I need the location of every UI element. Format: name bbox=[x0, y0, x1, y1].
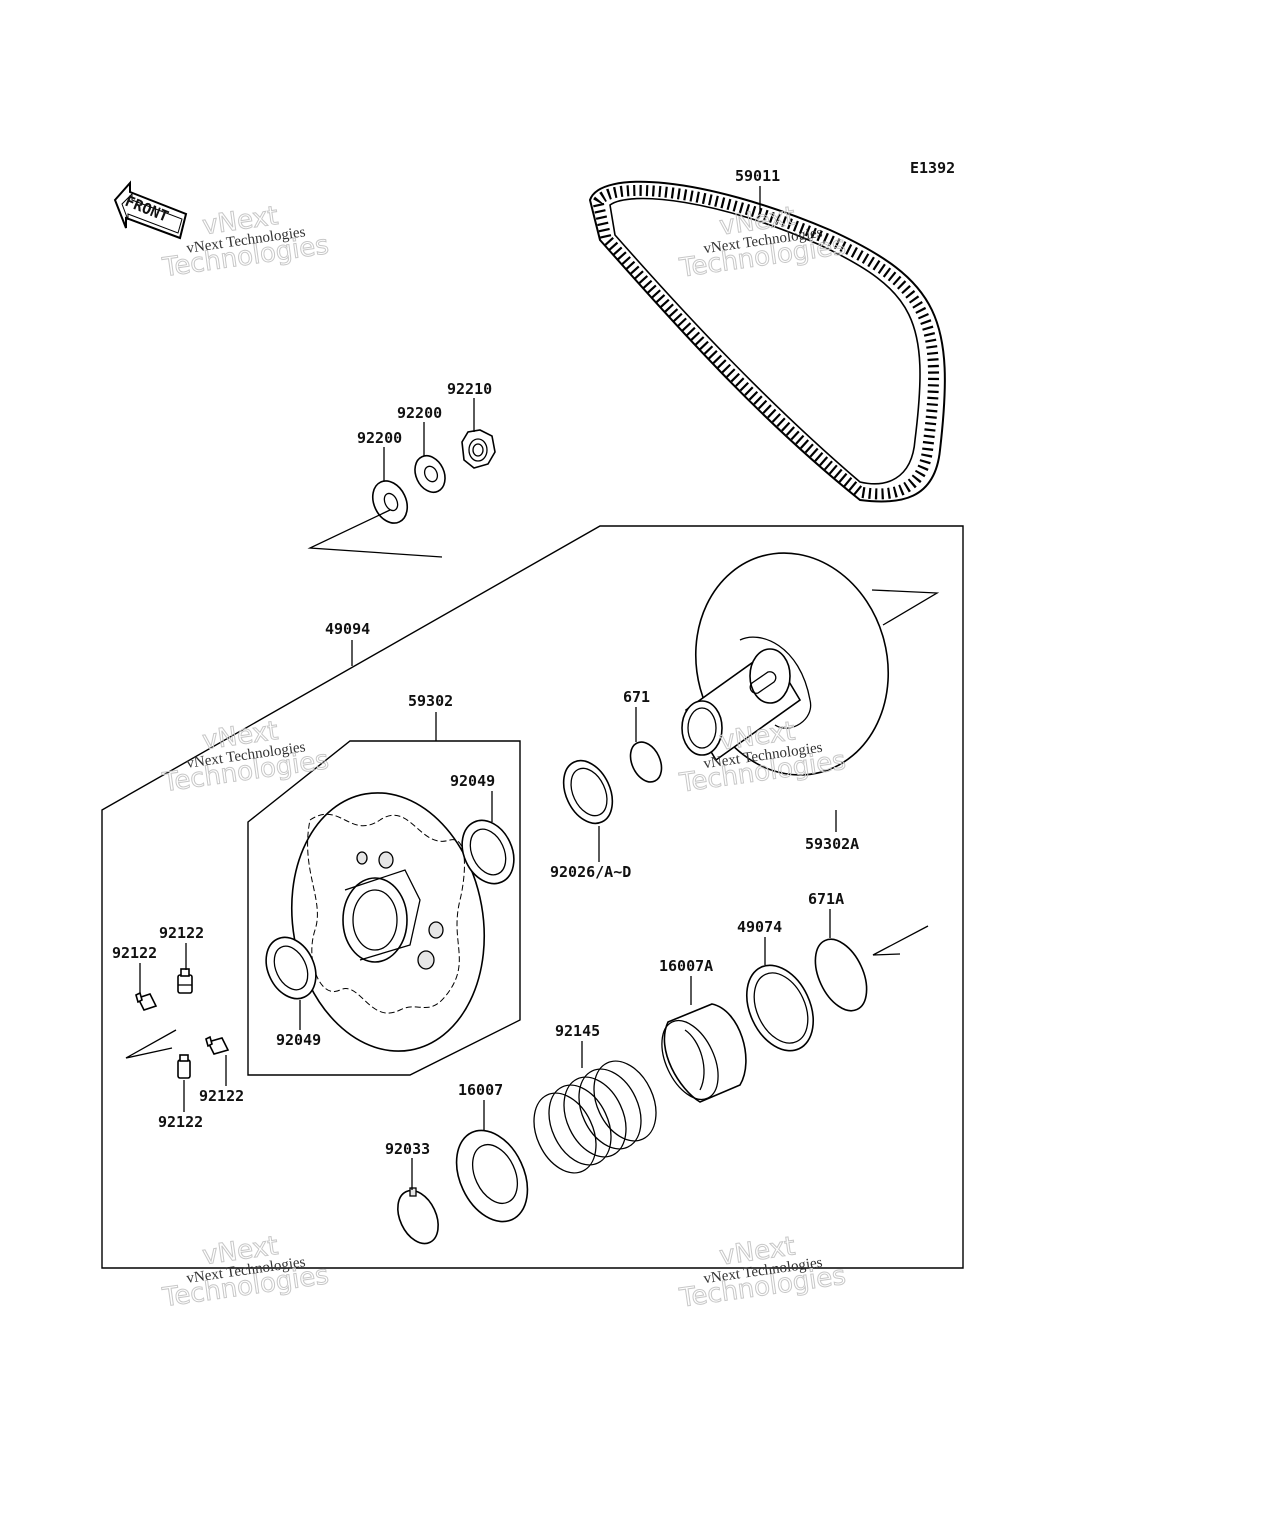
label-92122-a: 92122 bbox=[159, 924, 204, 942]
watermark-bottom-right: vNext Technologies vNext Technologies bbox=[677, 1231, 849, 1314]
label-59302A: 59302A bbox=[805, 835, 859, 853]
watermark-top-right: vNext Technologies vNext Technologies bbox=[677, 201, 849, 284]
label-92200-a: 92200 bbox=[357, 429, 402, 447]
fixed-sheave bbox=[681, 552, 890, 776]
circlip-92033 bbox=[397, 1187, 439, 1245]
grease-nipple-92122-a bbox=[177, 968, 193, 994]
spring-seat-16007 bbox=[455, 1129, 529, 1223]
label-92122-c: 92122 bbox=[199, 1087, 244, 1105]
watermark-bottom-left: vNext Technologies vNext Technologies bbox=[160, 1231, 332, 1314]
diagram-code: E1392 bbox=[910, 159, 955, 177]
drive-belt bbox=[588, 180, 946, 503]
label-16007A: 16007A bbox=[659, 957, 713, 975]
label-49074: 49074 bbox=[737, 918, 782, 936]
subassembly-frame-59302 bbox=[247, 740, 521, 1076]
centerline-right-top bbox=[871, 589, 940, 626]
leader-lines bbox=[139, 186, 837, 1190]
watermark-mid-left: vNext Technologies vNext Technologies bbox=[160, 716, 332, 799]
label-92210: 92210 bbox=[447, 380, 492, 398]
label-59302: 59302 bbox=[408, 692, 453, 710]
bushing-16007A bbox=[661, 1003, 747, 1103]
label-92200-b: 92200 bbox=[397, 404, 442, 422]
label-92145: 92145 bbox=[555, 1022, 600, 1040]
shim-92026 bbox=[562, 759, 614, 825]
label-671: 671 bbox=[623, 688, 650, 706]
grease-nipple-92122-c bbox=[205, 1035, 230, 1055]
label-49094: 49094 bbox=[325, 620, 370, 638]
label-92049-b: 92049 bbox=[276, 1031, 321, 1049]
label-59011: 59011 bbox=[735, 167, 780, 185]
grease-nipple-92122-d bbox=[177, 1054, 191, 1079]
label-92122-d: 92122 bbox=[158, 1113, 203, 1131]
washer-92200-a bbox=[371, 480, 409, 524]
label-16007: 16007 bbox=[458, 1081, 503, 1099]
label-671A: 671A bbox=[808, 890, 844, 908]
o-ring-671A bbox=[814, 938, 868, 1012]
watermark-top-left: vNext Technologies vNext Technologies bbox=[160, 201, 332, 284]
assembly-frame-49094 bbox=[101, 525, 964, 1269]
label-92026: 92026/A~D bbox=[550, 863, 631, 881]
grease-nipple-92122-b bbox=[135, 991, 158, 1011]
label-92049-a: 92049 bbox=[450, 772, 495, 790]
label-92033: 92033 bbox=[385, 1140, 430, 1158]
label-92122-b: 92122 bbox=[112, 944, 157, 962]
oil-seal-92049-a bbox=[461, 819, 515, 885]
centerline-right-bottom bbox=[872, 925, 929, 956]
o-ring-671 bbox=[629, 741, 663, 783]
front-arrow-icon: FRONT bbox=[113, 180, 188, 240]
washer-92200-b bbox=[414, 454, 446, 494]
movable-sheave bbox=[290, 792, 486, 1052]
ramp-plate-49074 bbox=[746, 964, 814, 1052]
centerline-upper bbox=[307, 509, 443, 558]
oil-seal-92049-b bbox=[265, 936, 317, 1000]
centerline-left bbox=[125, 1029, 177, 1059]
nut-92210 bbox=[461, 429, 496, 469]
spring-92145 bbox=[533, 1060, 657, 1174]
